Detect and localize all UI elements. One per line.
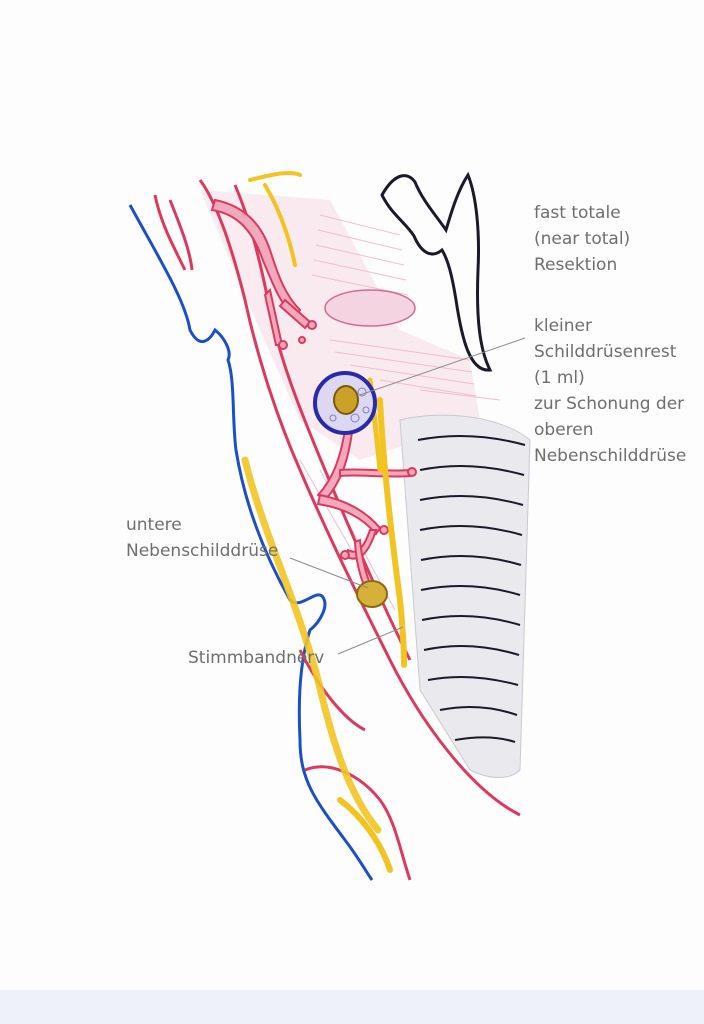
lower-parathyroid-label: untere Nebenschilddrüse bbox=[126, 512, 278, 564]
vocal-cord-nerve-label: Stimmbandnerv bbox=[188, 645, 324, 671]
thyroid-remnant bbox=[313, 371, 377, 435]
resection-label-line: Resektion bbox=[534, 255, 618, 275]
trachea bbox=[399, 414, 531, 778]
remnant-label-line: oberen bbox=[534, 420, 594, 440]
remnant-label-line: (1 ml) bbox=[534, 368, 585, 388]
vein bbox=[128, 204, 374, 881]
resection-label-line: fast totale bbox=[534, 203, 621, 223]
superior-thyroid-artery bbox=[210, 198, 317, 350]
resection-label: fast totale (near total) Resektion bbox=[534, 200, 630, 278]
remnant-label-line: zur Schonung der bbox=[534, 394, 685, 414]
thyroid-cartilage bbox=[380, 171, 493, 372]
nerves bbox=[241, 170, 407, 873]
pink-structure bbox=[324, 289, 416, 327]
lower-parathyroid-label-line: untere bbox=[126, 515, 182, 535]
leader-lines bbox=[289, 337, 526, 655]
nerve-label-line: Stimmbandnerv bbox=[188, 648, 325, 668]
inferior-thyroid-artery bbox=[316, 428, 417, 592]
remnant-label-line: kleiner bbox=[534, 316, 592, 336]
arteries bbox=[153, 179, 521, 881]
thyroid-remnant-label: kleiner Schilddrüsenrest (1 ml) zur Scho… bbox=[534, 313, 686, 469]
remnant-label-line: Nebenschilddrüse bbox=[534, 446, 687, 466]
lower-parathyroid-label-line: Nebenschilddrüse bbox=[126, 541, 279, 561]
resection-label-line: (near total) bbox=[534, 229, 631, 249]
paper-bottom-shade bbox=[0, 990, 704, 1024]
lower-parathyroid-gland bbox=[356, 580, 388, 608]
remnant-label-line: Schilddrüsenrest bbox=[534, 342, 677, 362]
